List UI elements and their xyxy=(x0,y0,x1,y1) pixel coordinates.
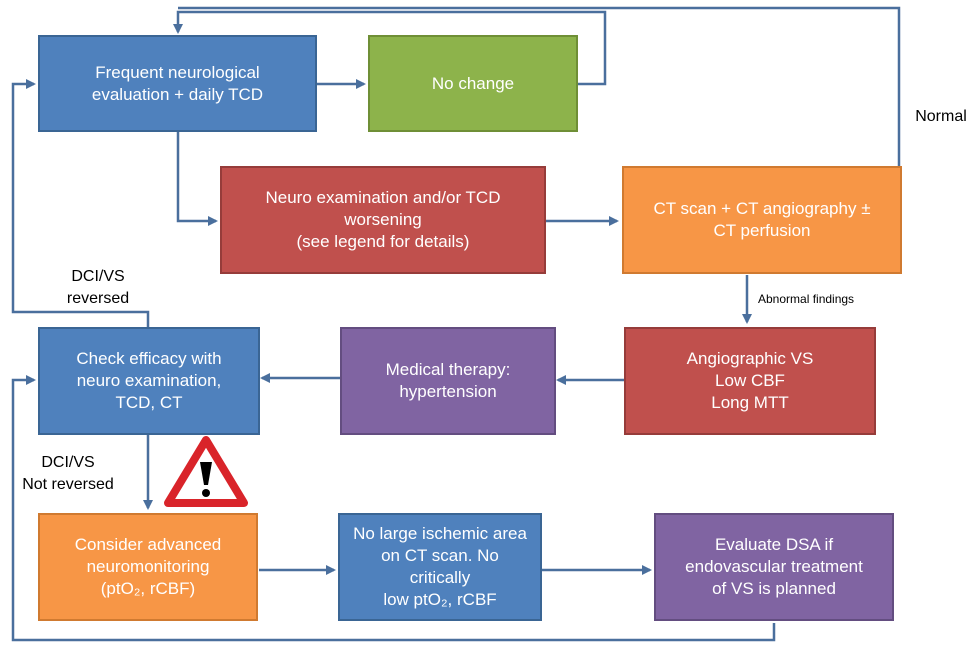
box-text-line: (ptO₂, rCBF) xyxy=(100,579,196,598)
check-efficacy-box: Check efficacy with neuro examination, TCD… xyxy=(38,327,260,435)
box-text-line: Evaluate DSA if xyxy=(714,535,834,554)
box-text-line: Medical therapy: xyxy=(385,360,511,379)
advanced-monitoring-text: Consider advanced neuromonitoring (ptO₂, r… xyxy=(75,534,221,600)
box-text-line: No change xyxy=(431,73,515,93)
angiographic-vs-box: Angiographic VS Low CBF Long MTT xyxy=(624,327,876,435)
evaluate-dsa-text: Evaluate DSA if endovascular treatment of … xyxy=(685,534,863,600)
box-text-line: CT perfusion xyxy=(713,221,811,240)
angio-vs-text: Angiographic VS Low CBF Long MTT xyxy=(687,348,814,414)
box-text-line: Long MTT xyxy=(711,393,789,412)
arrow-eval-to-worsening xyxy=(176,131,218,226)
medical-therapy-text: Medical therapy: hypertension xyxy=(386,359,511,403)
box-text-line: Consider advanced xyxy=(74,535,222,554)
box-text-line: of VS is planned xyxy=(712,579,836,598)
box-text-line: Frequent neurological xyxy=(95,62,260,82)
no-change-box: No change xyxy=(368,35,578,132)
advanced-neuromonitoring-box: Consider advanced neuromonitoring (ptO₂, r… xyxy=(38,513,258,621)
box-text-line: Angiographic VS xyxy=(686,349,814,368)
not-reversed-line-2: Not reversed xyxy=(22,476,114,493)
abnormal-findings-label: Abnormal findings xyxy=(758,292,855,306)
box-text-line: hypertension xyxy=(399,382,497,401)
box-text-line: low ptO₂, rCBF xyxy=(383,590,497,609)
arrow-reversed-loop xyxy=(11,79,150,328)
warning-triangle-icon xyxy=(164,436,248,507)
no-ischemia-text: No large ischemic area on CT scan. No cri… xyxy=(350,523,530,611)
not-reversed-line-1: DCI/VS xyxy=(41,454,95,471)
normal-label: Normal xyxy=(915,108,967,125)
worsening-box: Neuro examination and/or TCD worsening (se… xyxy=(220,166,546,274)
box-text-line: No large ischemic area xyxy=(353,524,527,543)
reversed-line-2: reversed xyxy=(66,290,130,307)
box-text-line: on CT scan. No critically xyxy=(381,546,499,587)
box-text-line: worsening xyxy=(344,210,422,229)
box-text-line: Neuro examination and/or TCD xyxy=(265,188,501,207)
medical-therapy-box: Medical therapy: hypertension xyxy=(340,327,556,435)
box-text-line: Check efficacy with xyxy=(76,349,222,368)
evaluate-dsa-box: Evaluate DSA if endovascular treatment of … xyxy=(654,513,894,621)
dci-vs-not-reversed-label: DCI/VS Not reversed xyxy=(16,452,120,496)
dci-vs-reversed-label: DCI/VS reversed xyxy=(40,266,156,310)
reversed-line-1: DCI/VS xyxy=(71,268,125,285)
box-text-line: TCD, CT xyxy=(115,393,183,412)
arrow-nochange-loop xyxy=(173,10,607,86)
box-text-line: endovascular treatment xyxy=(685,557,863,576)
no-ischemic-area-box: No large ischemic area on CT scan. No cri… xyxy=(338,513,542,621)
box-text-line: neuro examination, xyxy=(76,371,222,390)
worsening-text: Neuro examination and/or TCD worsening (se… xyxy=(266,187,501,253)
ct-scan-box: CT scan + CT angiography ± CT perfusion xyxy=(622,166,902,274)
arrow-dsa-loop xyxy=(11,375,776,642)
check-efficacy-text: Check efficacy with neuro examination, TCD… xyxy=(76,348,221,414)
no-change-text: No change xyxy=(432,73,514,95)
box-text-line: CT scan + CT angiography ± xyxy=(653,199,871,218)
box-text-line: evaluation + daily TCD xyxy=(91,84,264,104)
box-text-line: (see legend for details) xyxy=(296,232,470,251)
box-text-line: neuromonitoring xyxy=(86,557,210,576)
ct-scan-text: CT scan + CT angiography ± CT perfusion xyxy=(653,198,870,242)
box-text-line: Low CBF xyxy=(715,371,785,390)
